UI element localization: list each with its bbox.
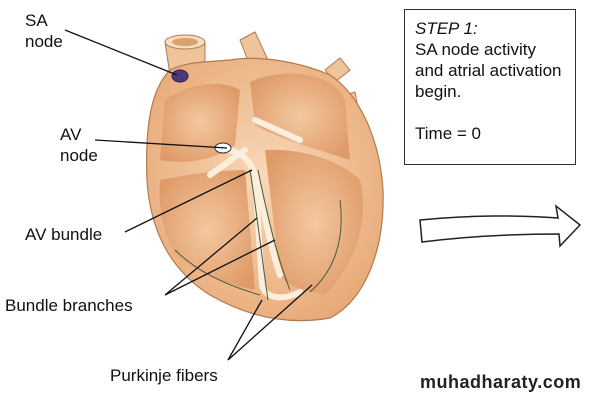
step-box: STEP 1: SA node activity and atrial acti… bbox=[404, 9, 576, 165]
leader-lines bbox=[64, 29, 313, 361]
heart-chambers bbox=[159, 73, 364, 295]
label-sa-node: SA node bbox=[25, 11, 63, 51]
step-time: Time = 0 bbox=[415, 124, 481, 143]
arrow-right-icon bbox=[419, 204, 582, 248]
label-av-node: AV node bbox=[60, 125, 98, 165]
step-description: SA node activity and atrial activation b… bbox=[415, 40, 562, 101]
label-purkinje-fibers: Purkinje fibers bbox=[110, 366, 218, 385]
label-av-bundle: AV bundle bbox=[25, 225, 103, 244]
step-title: STEP 1: bbox=[415, 19, 478, 38]
sa-node bbox=[171, 69, 189, 83]
purkinje-fibers bbox=[174, 169, 342, 301]
label-bundle-branches: Bundle branches bbox=[5, 296, 133, 315]
watermark: muhadharaty.com bbox=[420, 372, 582, 392]
